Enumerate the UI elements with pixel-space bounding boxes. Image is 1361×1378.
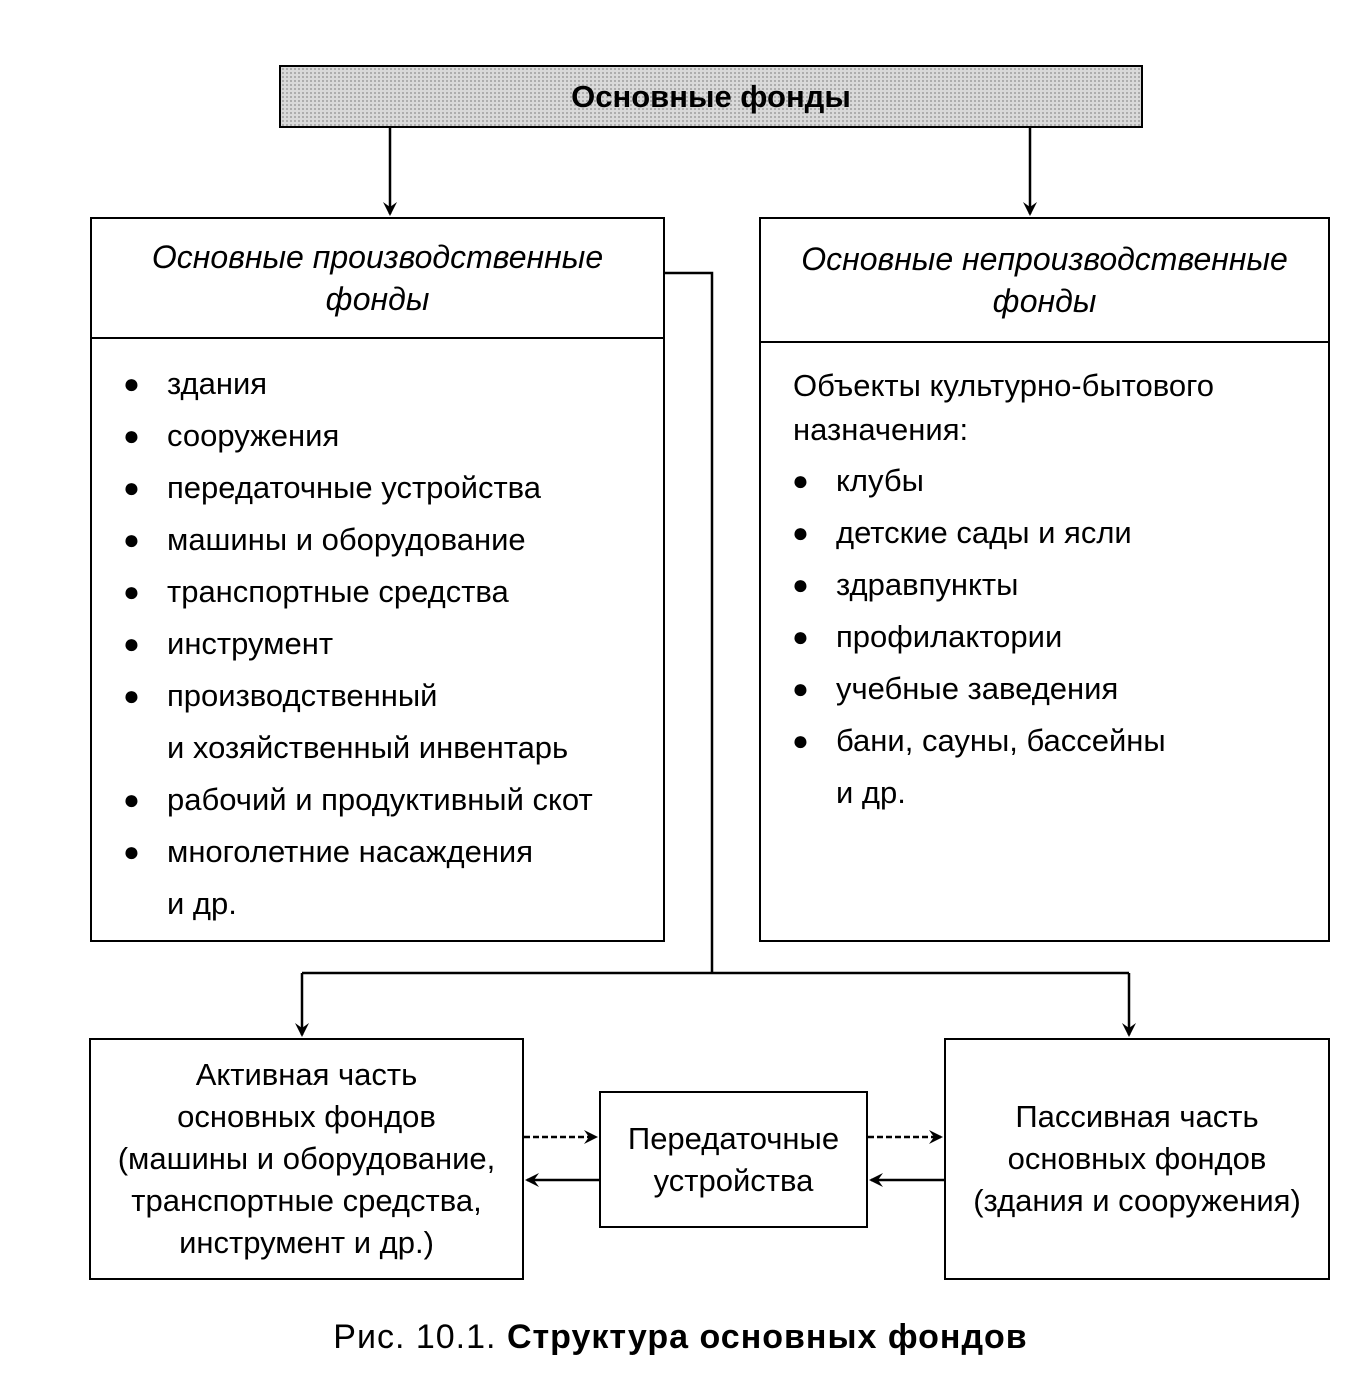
list-tail: и др. <box>167 886 237 921</box>
nonproduction-assets-list: ●клубы ●детские сады и ясли ●здравпункты… <box>792 455 1166 819</box>
bullet-icon: ● <box>792 725 809 756</box>
list-item: ●передаточные устройства <box>123 462 593 514</box>
bullet-icon: ● <box>123 524 140 555</box>
line-production-to-split <box>665 271 714 973</box>
transmission-devices-box: Передаточные устройства <box>599 1091 868 1228</box>
list-item: ●машины и оборудование <box>123 514 593 566</box>
list-item: ●профилактории <box>792 611 1166 663</box>
list-tail: и др. <box>836 775 906 810</box>
bullet-icon: ● <box>123 420 140 451</box>
list-item: ●многолетние насаждения <box>123 826 593 878</box>
list-item: ●здания <box>123 358 593 410</box>
nonproduction-assets-box: Основные непроизводственные фонды Объект… <box>759 217 1330 942</box>
transmission-devices-text: Передаточные устройства <box>627 1120 840 1198</box>
bullet-icon: ● <box>792 569 809 600</box>
nonproduction-intro: Объекты культурно-бытового назначения: <box>793 368 1214 447</box>
bullet-icon: ● <box>792 517 809 548</box>
caption-prefix: Рис. 10.1. <box>333 1318 497 1356</box>
bullet-icon: ● <box>123 836 140 867</box>
bullet-icon: ● <box>792 465 809 496</box>
production-assets-list: ●здания ●сооружения ●передаточные устрой… <box>123 358 593 930</box>
passive-part-text: Пассивная часть основных фондов (здания … <box>973 1099 1301 1218</box>
active-part-text: Активная часть основных фондов (машины и… <box>117 1057 496 1260</box>
bullet-icon: ● <box>123 576 140 607</box>
nonproduction-assets-title: Основные непроизводственные фонды <box>761 219 1328 343</box>
fixed-assets-title: Основные фонды <box>571 78 851 114</box>
bullet-icon: ● <box>123 784 140 815</box>
list-item: ●учебные заведения <box>792 663 1166 715</box>
list-item: ●клубы <box>792 455 1166 507</box>
active-part-box: Активная часть основных фондов (машины и… <box>89 1038 524 1280</box>
bullet-icon: ● <box>123 472 140 503</box>
list-item: ●сооружения <box>123 410 593 462</box>
list-item: ●бани, сауны, бассейны <box>792 715 1166 767</box>
list-item: ●детские сады и ясли <box>792 507 1166 559</box>
figure-caption: Рис. 10.1. Структура основных фондов <box>0 1318 1361 1357</box>
list-item: ●транспортные средства <box>123 566 593 618</box>
list-item: ●производственный <box>123 670 593 722</box>
list-item: ●инструмент <box>123 618 593 670</box>
production-assets-box: Основные производственные фонды ●здания … <box>90 217 665 942</box>
bullet-icon: ● <box>792 621 809 652</box>
bullet-icon: ● <box>123 368 140 399</box>
caption-title: Структура основных фондов <box>506 1318 1028 1356</box>
production-assets-title: Основные производственные фонды <box>92 219 663 339</box>
bullet-icon: ● <box>123 680 140 711</box>
list-item-continuation: и хозяйственный инвентарь <box>167 730 569 765</box>
bullet-icon: ● <box>123 628 140 659</box>
passive-part-box: Пассивная часть основных фондов (здания … <box>944 1038 1330 1280</box>
list-item: ●здравпункты <box>792 559 1166 611</box>
bullet-icon: ● <box>792 673 809 704</box>
fixed-assets-box: Основные фонды <box>279 65 1143 128</box>
list-item: ●рабочий и продуктивный скот <box>123 774 593 826</box>
